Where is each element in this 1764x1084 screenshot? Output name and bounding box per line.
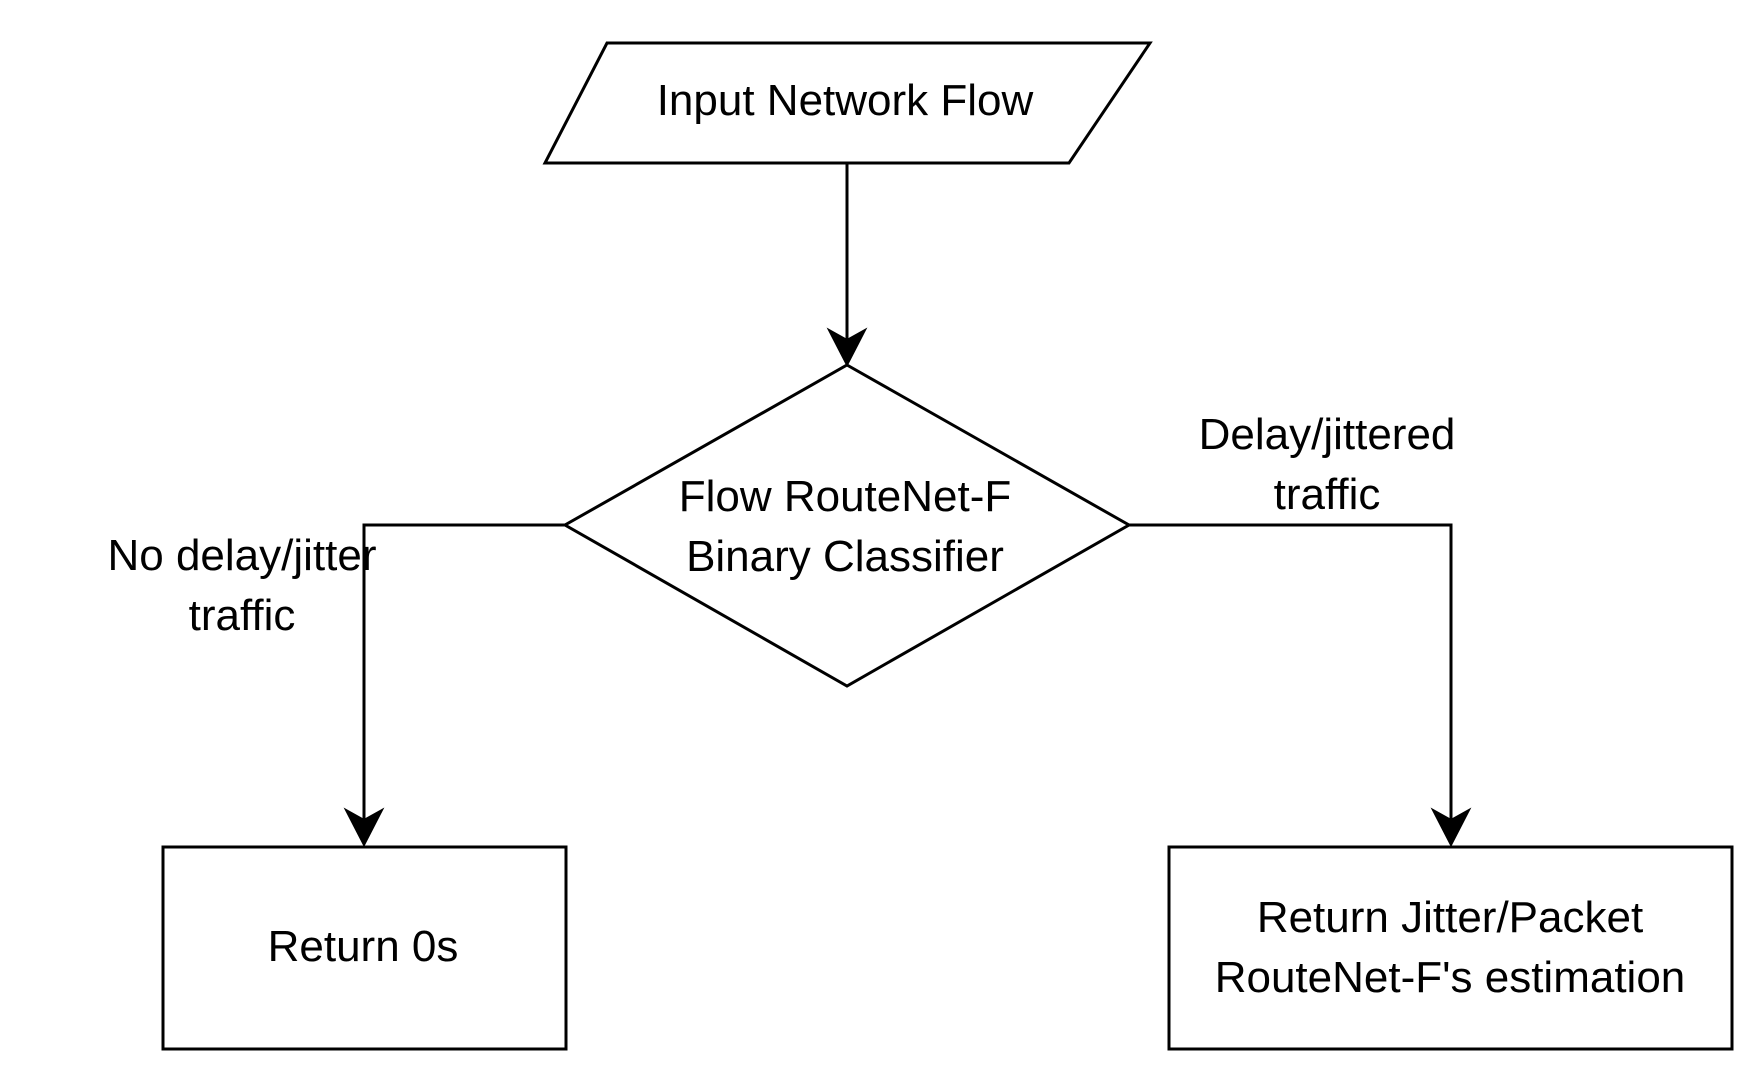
return-estimation-box — [1167, 845, 1734, 1051]
classifier-label-line2: Binary Classifier — [686, 532, 1004, 581]
return-zero-box — [161, 845, 568, 1051]
classifier-label-line1: Flow RouteNet-F — [679, 472, 1012, 521]
return-estimation-node: Return Jitter/Packet RouteNet-F's estima… — [1167, 845, 1734, 1051]
connector-line — [362, 523, 565, 828]
classifier-node: Flow RouteNet-F Binary Classifier — [561, 363, 1133, 688]
input-node: Input Network Flow — [542, 41, 1153, 165]
edge-input-to-classifier — [826, 163, 868, 368]
edge-label-delay-jittered: Delay/jittered traffic — [1199, 410, 1456, 519]
return-zero-label: Return 0s — [268, 922, 459, 971]
edge-label-no-delay-line2: traffic — [189, 591, 296, 640]
arrowhead-icon — [1430, 807, 1472, 848]
connector-line — [1129, 523, 1453, 828]
arrowhead-icon — [343, 807, 385, 848]
return-estimation-label-line2: RouteNet-F's estimation — [1215, 953, 1686, 1002]
return-estimation-label-line1: Return Jitter/Packet — [1257, 893, 1643, 942]
edge-label-no-delay-line1: No delay/jitter — [107, 531, 376, 580]
edge-classifier-to-return-zero — [343, 523, 565, 848]
edge-label-delay-jittered-line1: Delay/jittered — [1199, 410, 1456, 459]
classifier-diamond — [561, 363, 1133, 688]
edge-label-delay-jittered-line2: traffic — [1274, 470, 1381, 519]
edge-label-no-delay: No delay/jitter traffic — [107, 531, 376, 640]
edge-classifier-to-return-estimation — [1129, 523, 1472, 848]
return-zero-node: Return 0s — [161, 845, 568, 1051]
input-label: Input Network Flow — [657, 76, 1034, 125]
arrowhead-icon — [826, 327, 868, 368]
input-parallelogram — [542, 41, 1153, 165]
